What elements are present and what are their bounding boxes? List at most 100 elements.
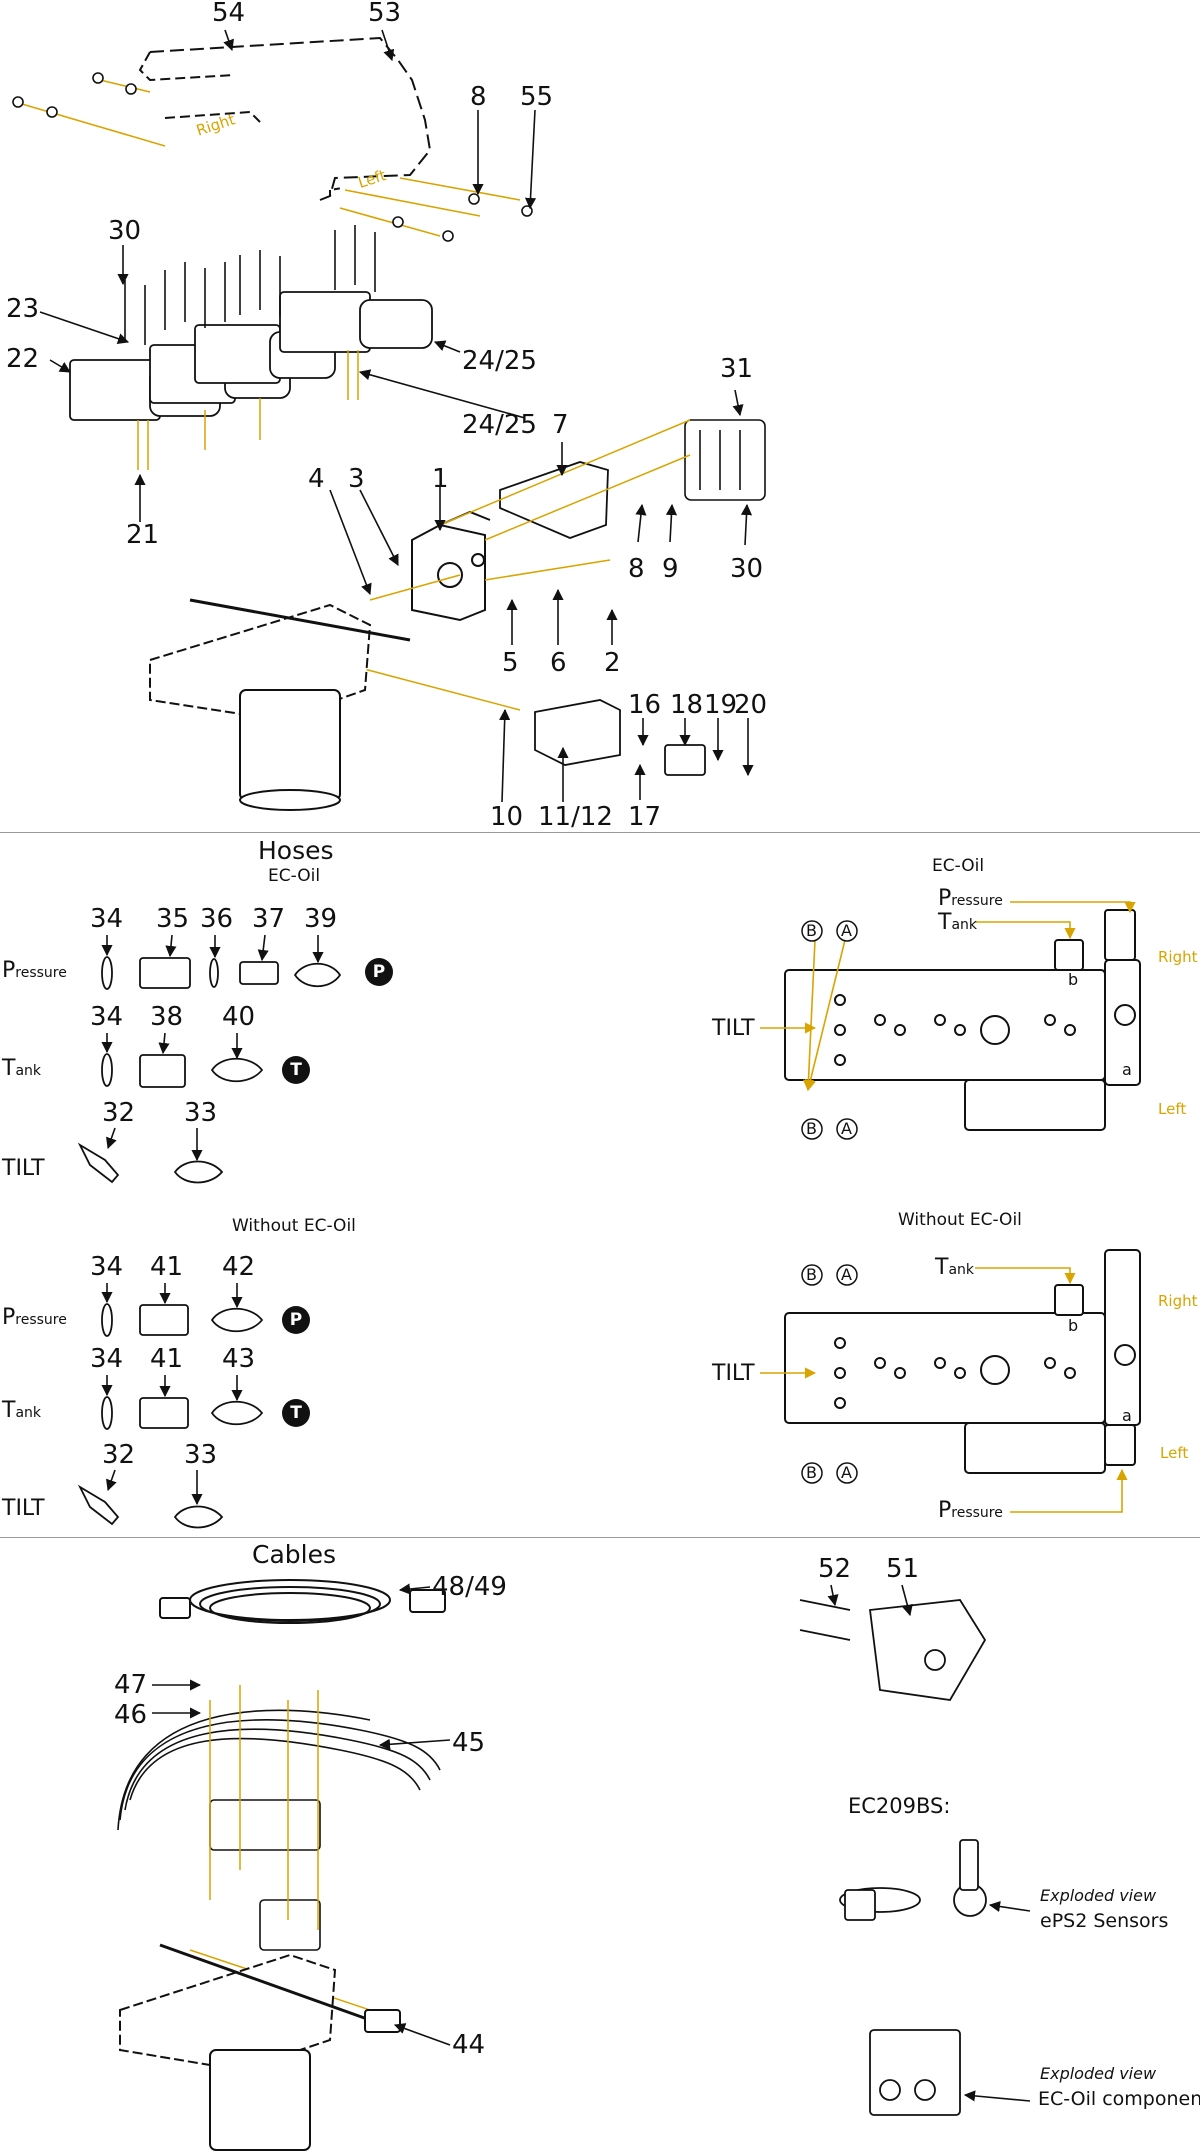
pressure-initial: P (2, 958, 16, 983)
part-55: 55 (520, 82, 554, 112)
port-b-top: B (806, 921, 817, 940)
bracket-11-12 (534, 699, 706, 776)
valve-diagram-ec-oil (784, 909, 1141, 1131)
bolts-top (12, 72, 533, 242)
part-17: 17 (628, 802, 662, 832)
cable-46: 46 (114, 1700, 148, 1730)
part-53: 53 (368, 0, 402, 28)
hose-32: 32 (102, 1098, 136, 1128)
solenoid-valves (69, 291, 433, 421)
diagram-ec-oil-heading: EC-Oil (932, 856, 985, 876)
diagram2-tank-rest: ank (948, 1262, 975, 1278)
exploded-view-caption-2: Exploded view (1040, 2064, 1157, 2083)
cable-leaders (152, 1583, 1031, 2102)
part-18: 18 (670, 690, 704, 720)
diagram-without-ec-oil-heading: Without EC-Oil (898, 1210, 1022, 1230)
hose-41-tank: 41 (150, 1344, 184, 1374)
part-24-25: 24/25 (462, 346, 537, 376)
part-6: 6 (550, 648, 567, 678)
port-a-bottom: A (841, 1119, 852, 1138)
part-20: 20 (734, 690, 768, 720)
part-22: 22 (6, 344, 40, 374)
cover-fasteners (21, 79, 521, 237)
part-1: 1 (432, 464, 449, 494)
diagram-right-label: Right (1158, 948, 1198, 966)
connector-31 (684, 419, 766, 501)
hose-35: 35 (156, 904, 190, 934)
port-b-small: b (1068, 970, 1079, 989)
hose-fittings (77, 956, 342, 1529)
hose-33-noec: 33 (184, 1440, 218, 1470)
diagram-left-label: Left (1158, 1100, 1187, 1118)
port-a-small: a (1122, 1060, 1132, 1079)
hose-36: 36 (200, 904, 234, 934)
exploded-view-caption-1: Exploded view (1040, 1886, 1157, 1905)
pressure-rest-2: ressure (15, 1312, 67, 1328)
diagram-tank-label: Tank (938, 910, 977, 935)
port2-a-top: A (841, 1265, 852, 1284)
diagram2-pressure-rest: ressure (951, 1505, 1003, 1521)
pressure-badge-2: P (282, 1306, 310, 1334)
diagram-tank-initial: T (938, 910, 952, 935)
sensor-51: 51 (886, 1554, 920, 1584)
tank-badge-2: T (282, 1399, 310, 1427)
diagram2-left-label: Left (1160, 1444, 1189, 1462)
hose-39: 39 (304, 904, 338, 934)
part-54: 54 (212, 0, 246, 28)
port2-a-small: a (1122, 1406, 1132, 1425)
port2-a-bottom: A (841, 1463, 852, 1482)
part-10: 10 (490, 802, 524, 832)
port-circles (801, 920, 858, 1484)
diagram-tank-rest: ank (951, 917, 978, 933)
port-a-top: A (841, 921, 852, 940)
hose-33: 33 (184, 1098, 218, 1128)
diagram-pressure-initial: P (938, 886, 952, 911)
sensor-parts (799, 1599, 987, 2116)
hose-34-tank: 34 (90, 1002, 124, 1032)
eps2-sensors-caption: ePS2 Sensors (1040, 1910, 1169, 1932)
cables-title: Cables (252, 1540, 336, 1569)
pressure-initial-2: P (2, 1305, 16, 1330)
hoses-without-ec-oil-heading: Without EC-Oil (232, 1216, 356, 1236)
part-4: 4 (308, 464, 325, 494)
port-b-bottom: B (806, 1119, 817, 1138)
diagram2-tilt-label: TILT (712, 1361, 755, 1386)
row-tank-noec: Tank (2, 1398, 41, 1423)
pressure-rest: ressure (15, 965, 67, 981)
part-19: 19 (704, 690, 738, 720)
section-divider-cables (0, 1537, 1200, 1538)
hose-38: 38 (150, 1002, 184, 1032)
hoses-title: Hoses (258, 836, 334, 865)
port2-b-bottom: B (806, 1463, 817, 1482)
tank-initial: T (2, 1056, 16, 1081)
diagram2-pressure-label: Pressure (938, 1498, 1003, 1523)
tank-badge: T (282, 1056, 310, 1084)
port2-b-small: b (1068, 1316, 1079, 1335)
diagram2-pressure-initial: P (938, 1498, 952, 1523)
diagram2-tank-label: Tank (935, 1255, 974, 1280)
cable-45: 45 (452, 1728, 486, 1758)
row-pressure-ec: Pressure (2, 958, 67, 983)
diagram-pressure-rest: ressure (951, 893, 1003, 909)
part-30-lower: 30 (730, 554, 764, 584)
hose-43: 43 (222, 1344, 256, 1374)
cable-48-49: 48/49 (432, 1572, 507, 1602)
diagram2-right-label: Right (1158, 1292, 1198, 1310)
part-8-lower: 8 (628, 554, 645, 584)
port2-b-top: B (806, 1265, 817, 1284)
part-9: 9 (662, 554, 679, 584)
pressure-badge: P (365, 958, 393, 986)
diagram-pressure-label: Pressure (938, 886, 1003, 911)
diagram-tilt-label: TILT (712, 1016, 755, 1041)
hose-34-noec: 34 (90, 1252, 124, 1282)
part-21: 21 (126, 520, 160, 550)
main-valve-body (149, 598, 411, 811)
wire-harness (117, 1709, 441, 1951)
solenoid-screws (124, 225, 376, 345)
diagram2-tank-initial: T (935, 1255, 949, 1280)
manifold-block (411, 510, 491, 622)
part-5: 5 (502, 648, 519, 678)
cable-44: 44 (452, 2030, 486, 2060)
ec-oil-components-caption: EC-Oil components (1038, 2088, 1200, 2110)
